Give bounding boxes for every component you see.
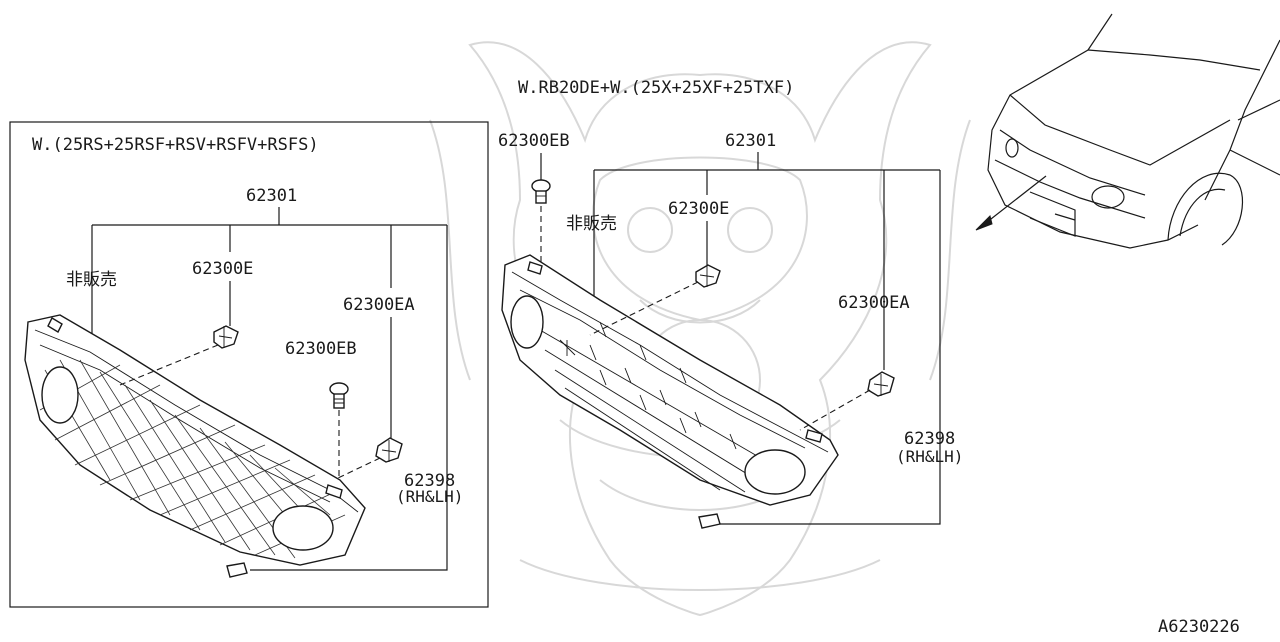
left-bracket-side-label: (RH&LH) [396, 487, 463, 506]
right-panel: W.RB20DE+W.(25X+25XF+25TXF) 62301 62300E… [498, 78, 963, 529]
left-clip-e-part-number[interactable]: 62300E [192, 259, 253, 279]
right-clip-ea-icon [867, 371, 895, 397]
left-grille-mesh [24, 314, 366, 566]
right-not-for-sale-label: 非販売 [566, 214, 617, 234]
right-bracket-part-number[interactable]: 62398 [904, 429, 955, 449]
left-grille-part-number[interactable]: 62301 [246, 186, 297, 206]
left-fog-opening-icon [41, 366, 79, 424]
left-variant-label: W.(25RS+25RSF+RSV+RSFV+RSFS) [32, 135, 319, 155]
right-clip-ea-part-number[interactable]: 62300EA [838, 293, 910, 313]
left-clip-eb-icon [329, 382, 349, 409]
right-grille-right-opening-icon [744, 449, 806, 495]
left-clip-e-icon [213, 325, 239, 349]
left-bracket-icon [226, 562, 248, 578]
right-grille-part-number[interactable]: 62301 [725, 131, 776, 151]
left-clip-eb-part-number[interactable]: 62300EB [285, 339, 357, 359]
right-bracket-icon [698, 513, 721, 529]
left-clip-ea-part-number[interactable]: 62300EA [343, 295, 415, 315]
right-variant-label: W.RB20DE+W.(25X+25XF+25TXF) [518, 78, 794, 98]
right-clip-e-icon [695, 264, 721, 288]
right-clip-eb-part-number[interactable]: 62300EB [498, 131, 570, 151]
right-bracket-side-label: (RH&LH) [896, 447, 963, 466]
right-clip-e-part-number[interactable]: 62300E [668, 199, 729, 219]
right-grille-slat [501, 254, 839, 506]
right-grille-left-opening-icon [510, 295, 544, 349]
left-clip-ea-icon [375, 437, 403, 463]
left-not-for-sale-label: 非販売 [66, 270, 117, 290]
right-clip-eb-icon [531, 179, 551, 204]
left-panel-frame [9, 121, 489, 608]
diagram-code: A6230226 [1158, 617, 1240, 637]
vehicle-locator-icon [975, 13, 1280, 249]
left-panel: W.(25RS+25RSF+RSV+RSFV+RSFS) 62301 非販売 6… [9, 121, 489, 608]
right-fog-opening-icon [272, 505, 334, 551]
left-bracket-part-number[interactable]: 62398 [404, 471, 455, 491]
